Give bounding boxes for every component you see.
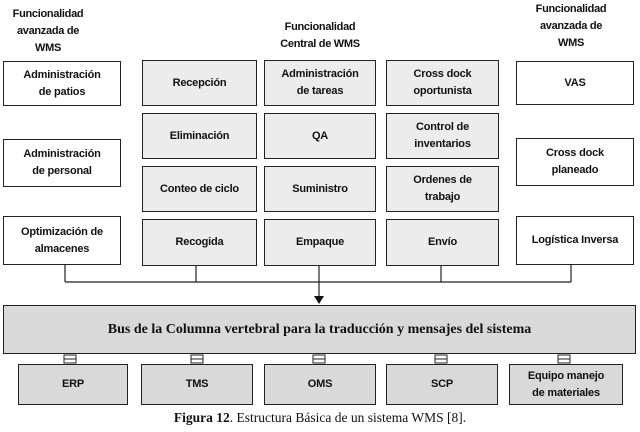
- box-replenishment: Suministro: [264, 166, 376, 212]
- header-central: Funcionalidad Central de WMS: [240, 19, 400, 53]
- caption-label: Figura 12: [173, 410, 230, 425]
- box-yard-management: Administración de patios: [3, 61, 121, 106]
- box-label: Logística Inversa: [531, 234, 619, 246]
- box-task-management: Administración de tareas: [264, 60, 376, 106]
- box-label: Cross dock: [413, 68, 472, 80]
- box-label: Control de: [416, 121, 469, 133]
- system-bus: Bus de la Columna vertebral para la trad…: [3, 305, 636, 354]
- box-putaway: Eliminación: [142, 113, 257, 159]
- box-label: de materiales: [532, 386, 600, 399]
- box-label: Eliminación: [169, 129, 230, 142]
- header-line: WMS: [558, 37, 584, 49]
- box-picking: Recogida: [142, 219, 257, 266]
- header-advanced-right: Funcionalidad avanzada de WMS: [521, 1, 621, 52]
- box-erp: ERP: [18, 364, 128, 405]
- box-label: VAS: [564, 76, 586, 89]
- bus-connector-erp: [63, 354, 77, 364]
- box-label: SCP: [430, 378, 454, 390]
- header-line: Funcionalidad: [284, 21, 356, 33]
- box-warehouse-optimization: Optimización de almacenes: [3, 216, 121, 265]
- arrow-head: [314, 296, 324, 304]
- box-label: de patios: [38, 85, 86, 98]
- header-line: Funcionalidad: [535, 3, 607, 15]
- bus-label: Bus de la Columna vertebral para la trad…: [107, 322, 532, 337]
- box-label: QA: [311, 129, 329, 142]
- box-label: Optimización de: [21, 225, 103, 238]
- caption-text: . Estructura Básica de un sistema WMS [8…: [229, 410, 467, 425]
- bus-connector-equipment: [557, 354, 571, 364]
- box-oms: OMS: [264, 364, 376, 405]
- box-label: planeado: [551, 164, 599, 176]
- header-line: avanzada de: [539, 20, 603, 32]
- header-advanced-left: Funcionalidad avanzada de WMS: [0, 6, 96, 57]
- box-opportunistic-cross-dock: Cross dock oportunista: [386, 60, 499, 106]
- box-tms: TMS: [141, 364, 253, 405]
- box-label: OMS: [307, 378, 333, 390]
- bus-connector-scp: [434, 354, 448, 364]
- box-label: inventarios: [414, 138, 471, 150]
- box-packing: Empaque: [264, 219, 376, 266]
- box-personnel-management: Administración de personal: [3, 139, 121, 187]
- box-label: Administración: [281, 68, 359, 80]
- box-inventory-control: Control de inventarios: [386, 113, 499, 159]
- box-label: Cross dock: [546, 147, 604, 159]
- box-label: Suministro: [292, 182, 348, 195]
- box-label: Envío: [428, 236, 457, 248]
- box-material-handling: Equipo manejo de materiales: [509, 364, 623, 405]
- box-label: Administración: [23, 68, 101, 81]
- box-label: Conteo de ciclo: [160, 182, 239, 195]
- box-label: Recogida: [175, 236, 224, 248]
- box-receiving: Recepción: [142, 60, 257, 106]
- box-planned-cross-dock: Cross dock planeado: [516, 138, 634, 186]
- box-shipping: Envío: [386, 219, 499, 266]
- box-label: oportunista: [413, 85, 472, 97]
- bus-connector-tms: [190, 354, 204, 364]
- box-reverse-logistics: Logística Inversa: [516, 216, 634, 265]
- box-label: almacenes: [34, 242, 90, 255]
- box-qa: QA: [264, 113, 376, 159]
- box-label: de tareas: [296, 85, 344, 97]
- box-label: Ordenes de: [413, 174, 472, 186]
- box-work-orders: Ordenes de trabajo: [386, 166, 499, 212]
- box-cycle-count: Conteo de ciclo: [142, 166, 257, 212]
- box-label: Recepción: [172, 76, 227, 89]
- box-label: Empaque: [295, 236, 345, 248]
- header-line: Central de WMS: [280, 38, 360, 50]
- header-line: Funcionalidad: [12, 8, 84, 20]
- figure-caption: Figura 12. Estructura Básica de un siste…: [0, 410, 640, 426]
- box-label: de personal: [32, 165, 92, 177]
- box-scp: SCP: [386, 364, 498, 405]
- bus-connector-oms: [312, 354, 326, 364]
- box-label: Equipo manejo: [527, 369, 605, 382]
- box-label: trabajo: [424, 191, 461, 203]
- box-vas: VAS: [516, 61, 634, 105]
- box-label: ERP: [61, 378, 85, 390]
- header-line: WMS: [35, 42, 61, 54]
- box-label: TMS: [185, 378, 209, 390]
- box-label: Administración: [23, 148, 101, 160]
- header-line: avanzada de: [16, 25, 80, 37]
